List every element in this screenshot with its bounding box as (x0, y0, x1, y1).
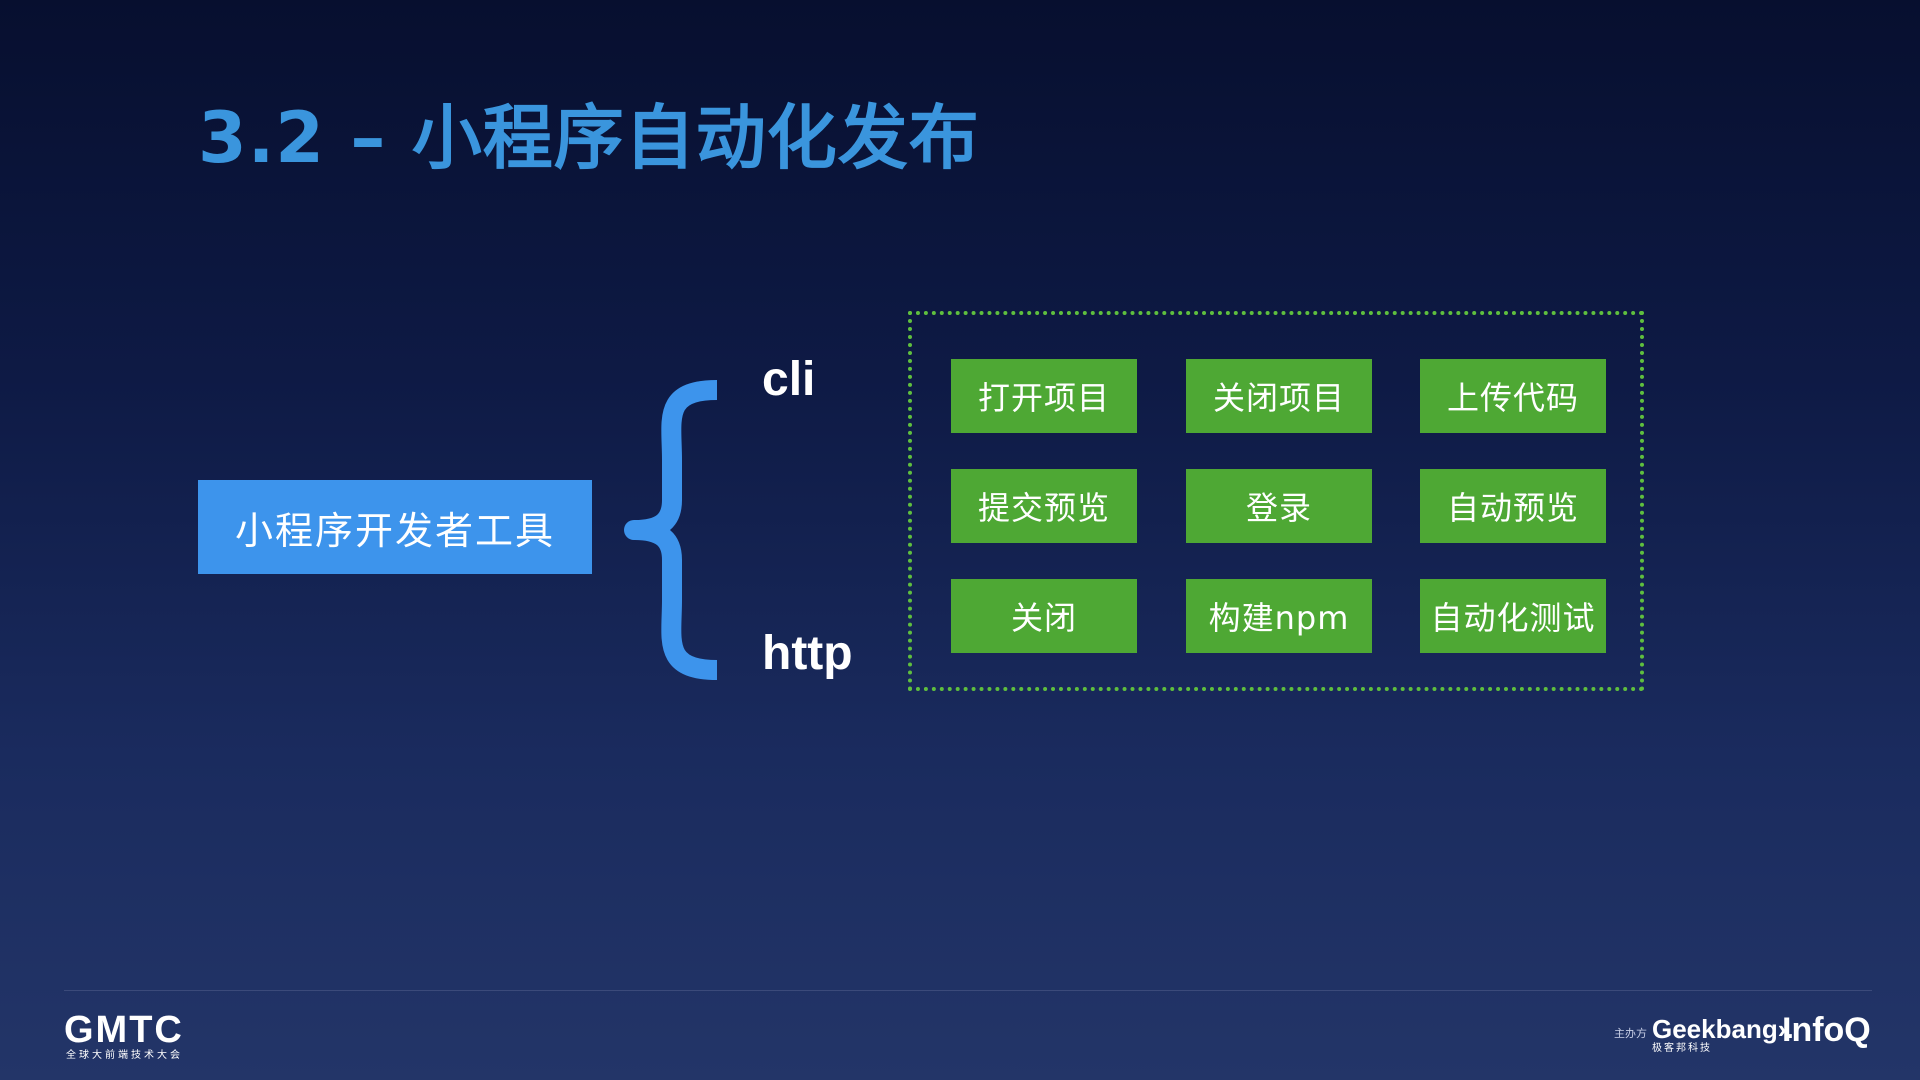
gmtc-subtitle: 全球大前端技术大会 (66, 1050, 183, 1061)
op-upload-code: 上传代码 (1420, 359, 1606, 433)
op-automated-test: 自动化测试 (1420, 579, 1606, 653)
geekbang-logo-text: Geekbang›. (1652, 1014, 1794, 1044)
op-build-npm: 构建npm (1186, 579, 1372, 653)
curly-brace-icon (624, 380, 718, 680)
sponsor-label: 主办方 (1614, 1027, 1647, 1040)
gmtc-logo-text: GMTC (64, 1009, 184, 1051)
devtools-box: 小程序开发者工具 (198, 480, 592, 574)
op-open-project: 打开项目 (951, 359, 1137, 433)
channel-cli-label: cli (762, 353, 816, 406)
slide-title: 3.2 – 小程序自动化发布 (198, 97, 980, 179)
channel-http-label: http (762, 627, 853, 680)
geekbang-logo: Geekbang›. 极客邦科技 (1652, 1015, 1794, 1055)
operations-container (908, 311, 1644, 691)
geekbang-subtitle: 极客邦科技 (1652, 1043, 1712, 1054)
op-login: 登录 (1186, 469, 1372, 543)
op-close: 关闭 (951, 579, 1137, 653)
infoq-logo: InfoQ (1782, 1011, 1871, 1049)
op-close-project: 关闭项目 (1186, 359, 1372, 433)
op-submit-preview: 提交预览 (951, 469, 1137, 543)
op-auto-preview: 自动预览 (1420, 469, 1606, 543)
gmtc-logo: GMTC 全球大前端技术大会 (64, 1010, 184, 1062)
footer-divider (64, 990, 1872, 991)
